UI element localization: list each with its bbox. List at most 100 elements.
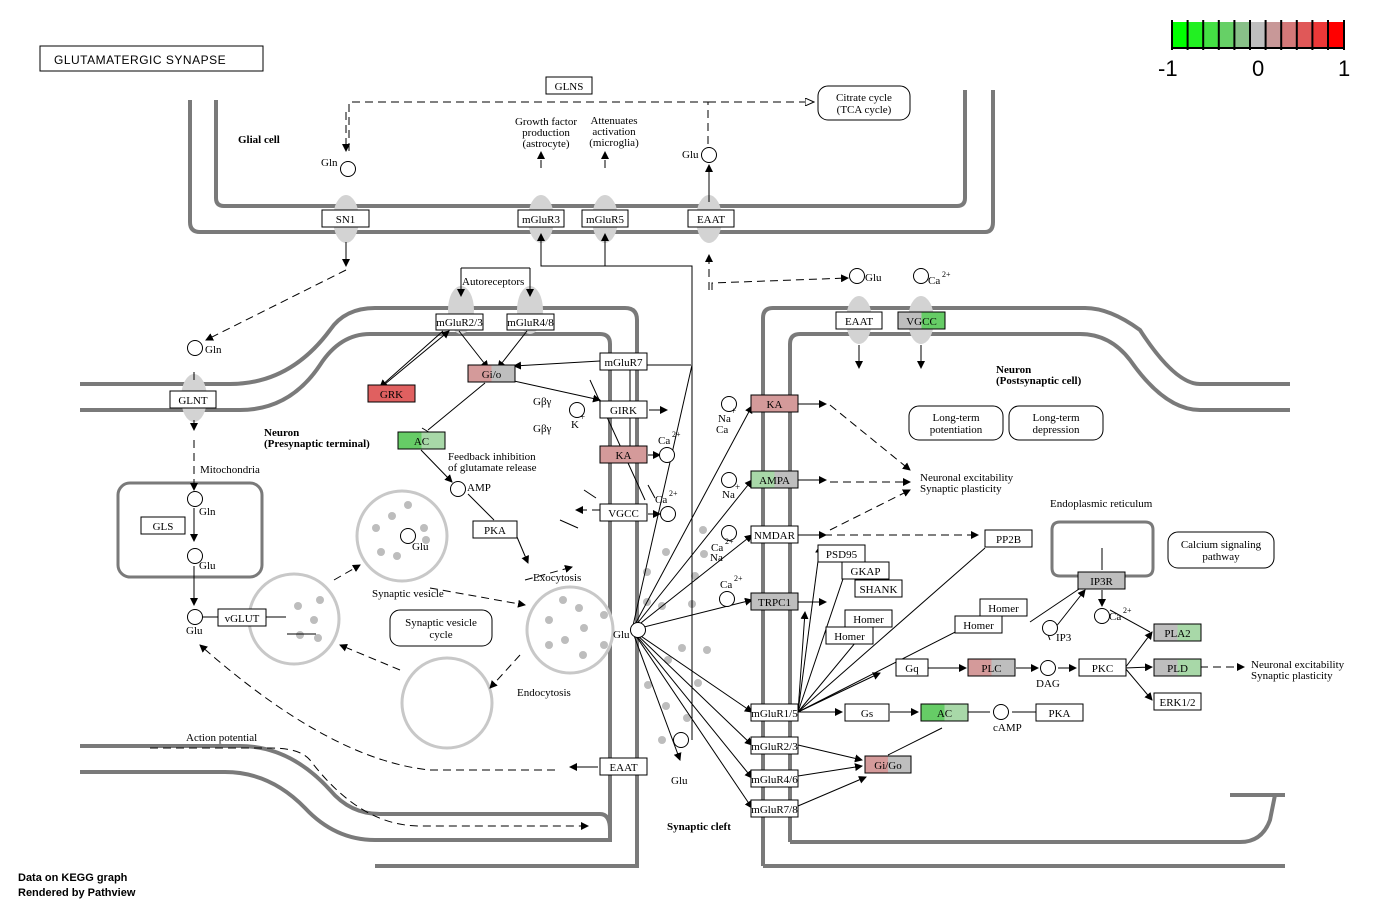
gene-node-homer1[interactable]: Homer — [844, 609, 893, 628]
gene-node-grk[interactable]: GRK — [367, 384, 416, 403]
gene-node-ampa[interactable]: AMPA — [750, 470, 799, 489]
gene-box[interactable] — [581, 209, 629, 228]
gene-node-gkap[interactable]: GKAP — [841, 561, 890, 580]
gene-node-eaat-glia[interactable]: EAAT — [687, 209, 735, 228]
gene-node-pka-pre[interactable]: PKA — [472, 520, 518, 539]
compound-na[interactable]: Na+ — [721, 472, 741, 502]
gene-node-pp2b[interactable]: PP2B — [984, 529, 1033, 548]
compound-glu[interactable]: Glu — [186, 609, 203, 638]
gene-box[interactable] — [835, 311, 883, 330]
gene-node-homer4[interactable]: Homer — [954, 615, 1003, 634]
gene-node-gio-pre[interactable]: Gi/o — [467, 364, 516, 383]
gene-node-mglur15[interactable]: mGluR1/5 — [750, 703, 799, 722]
gene-box[interactable] — [517, 209, 565, 228]
gene-node-homer2[interactable]: Homer — [825, 626, 874, 645]
gene-box[interactable] — [217, 608, 267, 627]
gene-node-mglur3[interactable]: mGluR3 — [517, 209, 565, 228]
gene-box[interactable] — [506, 313, 555, 331]
compound-glu[interactable]: Glu — [400, 528, 430, 554]
gene-box[interactable] — [1153, 692, 1202, 711]
gene-node-ip3r[interactable]: IP3R — [1077, 571, 1126, 590]
compound-glu[interactable]: Glu — [682, 147, 717, 163]
compound-ca[interactable]: Ca2+ — [658, 430, 681, 463]
gene-box[interactable] — [750, 470, 799, 489]
gene-node-nmdar[interactable]: NMDAR — [750, 525, 799, 544]
compound-node[interactable] — [1042, 620, 1058, 636]
gene-box[interactable] — [367, 384, 416, 403]
gene-box[interactable] — [599, 352, 648, 371]
gene-node-girk[interactable]: GIRK — [599, 400, 648, 419]
gene-node-ka-post[interactable]: KA — [750, 394, 799, 413]
gene-node-gs[interactable]: Gs — [844, 703, 890, 722]
gene-node-mglur7[interactable]: mGluR7 — [599, 352, 648, 371]
gene-box[interactable] — [984, 529, 1033, 548]
gene-node-trpc1[interactable]: TRPC1 — [750, 592, 799, 611]
compound-node[interactable] — [1040, 660, 1056, 676]
gene-node-erk[interactable]: ERK1/2 — [1153, 692, 1202, 711]
compound-gln[interactable]: Gln — [187, 491, 217, 519]
gene-node-mglur48-pre[interactable]: mGluR4/8 — [506, 313, 555, 331]
compound-na[interactable]: Na+ — [718, 396, 737, 426]
gene-node-eaat-post[interactable]: EAAT — [835, 311, 883, 330]
gene-node-glns[interactable]: GLNS — [545, 76, 593, 95]
gene-node-vgcc-pre[interactable]: VGCC — [599, 503, 648, 522]
gene-box[interactable] — [750, 799, 799, 818]
gene-node-ac-post[interactable]: AC — [920, 703, 969, 722]
gene-node-ac-pre[interactable]: AC — [397, 431, 446, 450]
gene-box[interactable] — [599, 400, 648, 419]
gene-box[interactable] — [321, 209, 370, 228]
gene-node-pkc[interactable]: PKC — [1078, 658, 1127, 677]
gene-box[interactable] — [864, 755, 912, 774]
gene-node-mglur78[interactable]: mGluR7/8 — [750, 799, 799, 818]
compound-ca[interactable]: Ca2+ — [719, 574, 744, 607]
gene-box[interactable] — [825, 626, 874, 645]
gene-box[interactable] — [854, 579, 903, 598]
gene-box[interactable] — [895, 658, 929, 677]
compound-k[interactable]: K+ — [569, 402, 586, 432]
gene-box[interactable] — [140, 516, 186, 535]
compound-gln[interactable]: Gln — [187, 340, 223, 357]
gene-box[interactable] — [841, 561, 890, 580]
compound-glu[interactable]: Glu — [187, 548, 217, 573]
map-link-citrate[interactable]: Citrate cycle(TCA cycle) — [817, 85, 911, 121]
gene-box[interactable] — [599, 445, 648, 464]
gene-node-plc[interactable]: PLC — [967, 658, 1016, 677]
gene-node-pka-post[interactable]: PKA — [1035, 703, 1084, 722]
gene-node-sn1[interactable]: SN1 — [321, 209, 370, 228]
compound-ca[interactable]: Ca2+ — [1094, 606, 1133, 624]
compound-glu[interactable]: Glu — [613, 622, 646, 642]
gene-node-shank[interactable]: SHANK — [854, 579, 903, 598]
gene-box[interactable] — [750, 769, 799, 788]
gene-node-pld[interactable]: PLD — [1153, 658, 1202, 677]
gene-box[interactable] — [1078, 658, 1127, 677]
compound-glu[interactable]: Glu — [849, 268, 883, 285]
compound-node[interactable] — [993, 704, 1009, 720]
gene-node-gq[interactable]: Gq — [895, 658, 929, 677]
gene-node-pla2[interactable]: PLA2 — [1153, 623, 1202, 642]
gene-box[interactable] — [599, 757, 648, 776]
gene-box[interactable] — [1077, 571, 1126, 590]
compound-node[interactable] — [450, 481, 466, 497]
gene-box[interactable] — [750, 592, 799, 611]
gene-node-mglur46[interactable]: mGluR4/6 — [750, 769, 799, 788]
compound-glu[interactable]: Glu — [671, 732, 689, 788]
gene-box[interactable] — [979, 598, 1028, 617]
gene-box[interactable] — [472, 520, 518, 539]
gene-node-vglut[interactable]: vGLUT — [217, 608, 267, 627]
gene-box[interactable] — [920, 703, 969, 722]
gene-box[interactable] — [687, 209, 735, 228]
gene-node-mglur5[interactable]: mGluR5 — [581, 209, 629, 228]
gene-box[interactable] — [435, 313, 484, 331]
gene-node-glnt[interactable]: GLNT — [169, 390, 217, 409]
gene-node-homer3[interactable]: Homer — [979, 598, 1028, 617]
gene-box[interactable] — [750, 394, 799, 413]
gene-node-gigo[interactable]: Gi/Go — [864, 755, 912, 774]
gene-box[interactable] — [750, 703, 799, 722]
gene-node-eaat-pre[interactable]: EAAT — [599, 757, 648, 776]
gene-box[interactable] — [967, 658, 1016, 677]
gene-box[interactable] — [169, 390, 217, 409]
